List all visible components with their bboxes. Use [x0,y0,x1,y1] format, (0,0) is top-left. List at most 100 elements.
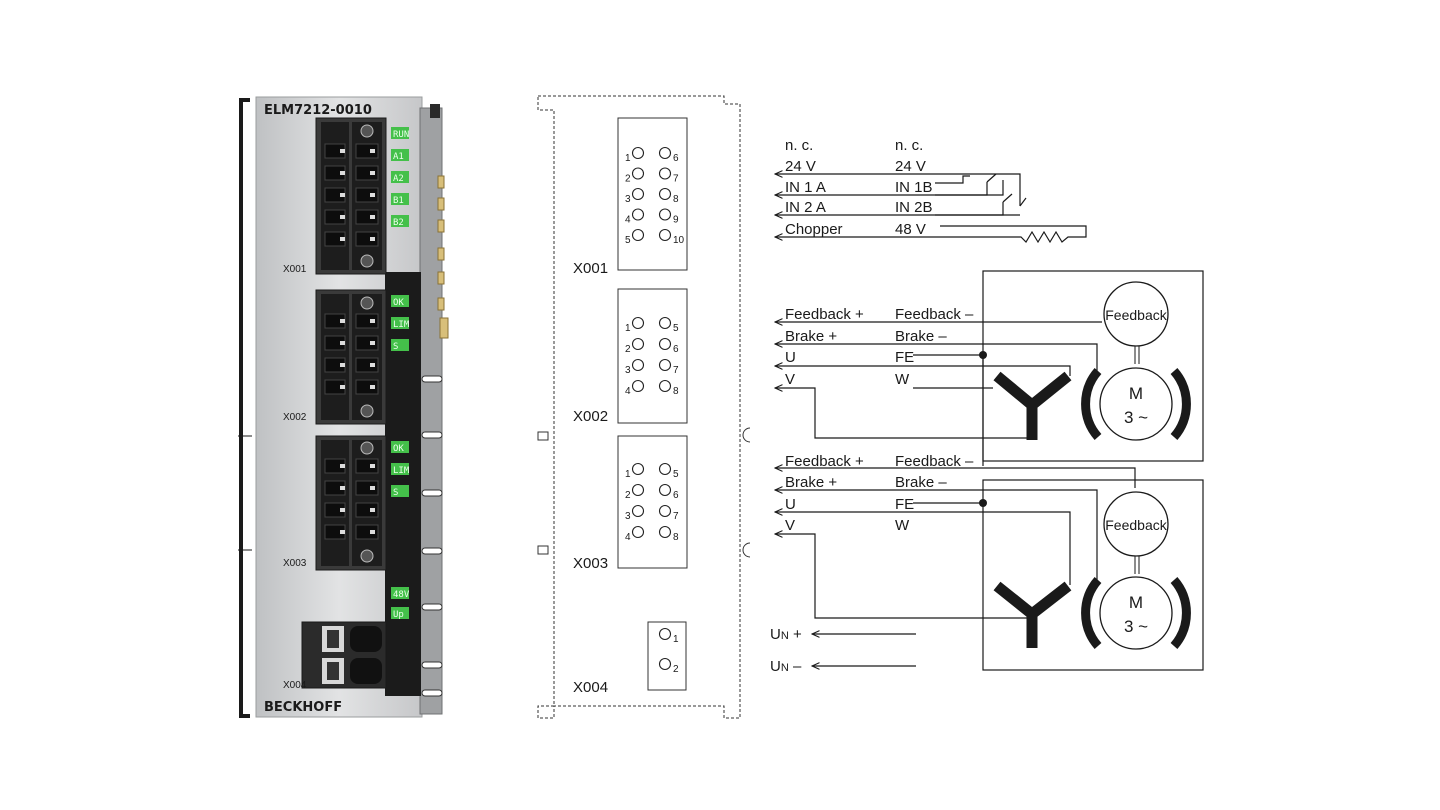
pin-hole [631,167,645,180]
pin-number: 4 [625,215,631,226]
signal-label: n. c. [785,137,813,154]
pin-hole [631,208,645,221]
motor-box-2 [982,479,1204,671]
status-led [391,149,409,161]
led-label: OK [393,298,404,308]
status-led [391,317,409,329]
pin-hole [631,504,645,518]
connector-x002[interactable] [315,289,387,425]
terminal-x002-label: X002 [283,412,307,423]
signal-label: V [785,517,795,534]
status-led [391,441,409,453]
pin-number: 6 [673,490,679,501]
rail-contact [437,247,445,261]
rail-notch [421,489,443,497]
pinout-outline [537,95,741,719]
pin-number: 8 [673,194,679,205]
pin-hole [658,187,672,201]
led-label: Up [393,610,404,620]
pin-hole [658,146,672,160]
terminal-slot [355,357,379,373]
signal-label: IN 1 A [785,179,826,196]
terminal-slot [355,458,379,474]
signal-label: FE [895,496,914,513]
terminal-x003-label: X003 [283,558,307,569]
status-led [391,607,409,619]
motor-2: Feedback M 3 ~ [1081,491,1191,650]
pin-number: 5 [673,469,679,480]
pin-number: 8 [673,386,679,397]
status-led [391,171,409,183]
rail-contact [437,175,445,189]
status-led [391,587,409,599]
un-minus-label: UN – [770,658,802,675]
signal-label: 24 V [785,158,816,175]
signal-label: Brake – [895,328,947,345]
led-label: LIM [393,320,410,330]
led-label: OK [393,444,404,454]
signal-label: Feedback + [785,453,864,470]
signal-label: W [895,517,910,534]
connector-x004[interactable] [301,621,387,689]
pinout-x002-label: X002 [573,408,608,425]
pin-hole [631,462,645,476]
motor-m-label-1: M [1129,384,1143,403]
rail-notch [421,603,443,611]
pinout-x001-label: X001 [573,260,608,277]
motor-symbol-2 [1099,576,1173,650]
rail-notch [421,375,443,383]
signal-label: Brake + [785,328,837,345]
pin-number: 4 [625,532,631,543]
feedback-label-2: Feedback [1105,517,1167,533]
pin-number: 3 [625,365,631,376]
led-label: A2 [393,174,404,184]
star-symbol-1 [993,371,1072,440]
pin-number: 2 [625,174,631,185]
rail-contacts [421,175,449,697]
pin-number: 7 [673,511,679,522]
terminal-slot [355,502,379,518]
pin-hole [658,504,672,518]
x002-signal-labels: Feedback + Brake + U V Feedback – Brake … [785,306,974,388]
led-label: RUN [393,130,409,140]
pin-number: 4 [625,386,631,397]
status-led [391,485,409,497]
terminal-x001-label: X001 [283,264,307,275]
motor-1: Feedback M 3 ~ [1081,281,1191,441]
signal-label: Brake + [785,474,837,491]
x003-signal-labels: Feedback + Brake + U V Feedback – Brake … [785,453,974,534]
terminal-model-label: ELM7212-0010 [264,103,372,118]
mounting-bracket [239,98,250,718]
motor-phase-label-2: 3 ~ [1124,617,1148,636]
pin-number: 6 [673,344,679,355]
pin-number: 6 [673,153,679,164]
pin-hole [631,316,645,330]
led-label: 48V [393,590,410,600]
motor-m-label-2: M [1129,593,1143,612]
pin-hole [658,379,672,393]
terminal-slot [355,143,379,159]
rail-notch [421,689,443,697]
terminal-slot [355,231,379,247]
signal-label: IN 2 A [785,199,826,216]
rail-contact [437,271,445,285]
pin-number: 2 [673,664,679,675]
pin-hole [631,146,645,160]
pin-hole [631,358,645,372]
signal-label: IN 2B [895,199,933,216]
connector-x003[interactable] [315,435,387,571]
pin-hole [658,483,672,497]
pin-hole [631,337,645,351]
pin-hole [631,228,645,242]
signal-label: Feedback – [895,453,974,470]
pin-hole [631,379,645,393]
signal-label: Chopper [785,221,843,238]
pin-number: 1 [625,153,631,164]
pin-hole [658,316,672,330]
connector-x001[interactable] [315,117,387,275]
feedback-encoder-2 [1103,491,1169,557]
terminal-slot [355,379,379,395]
